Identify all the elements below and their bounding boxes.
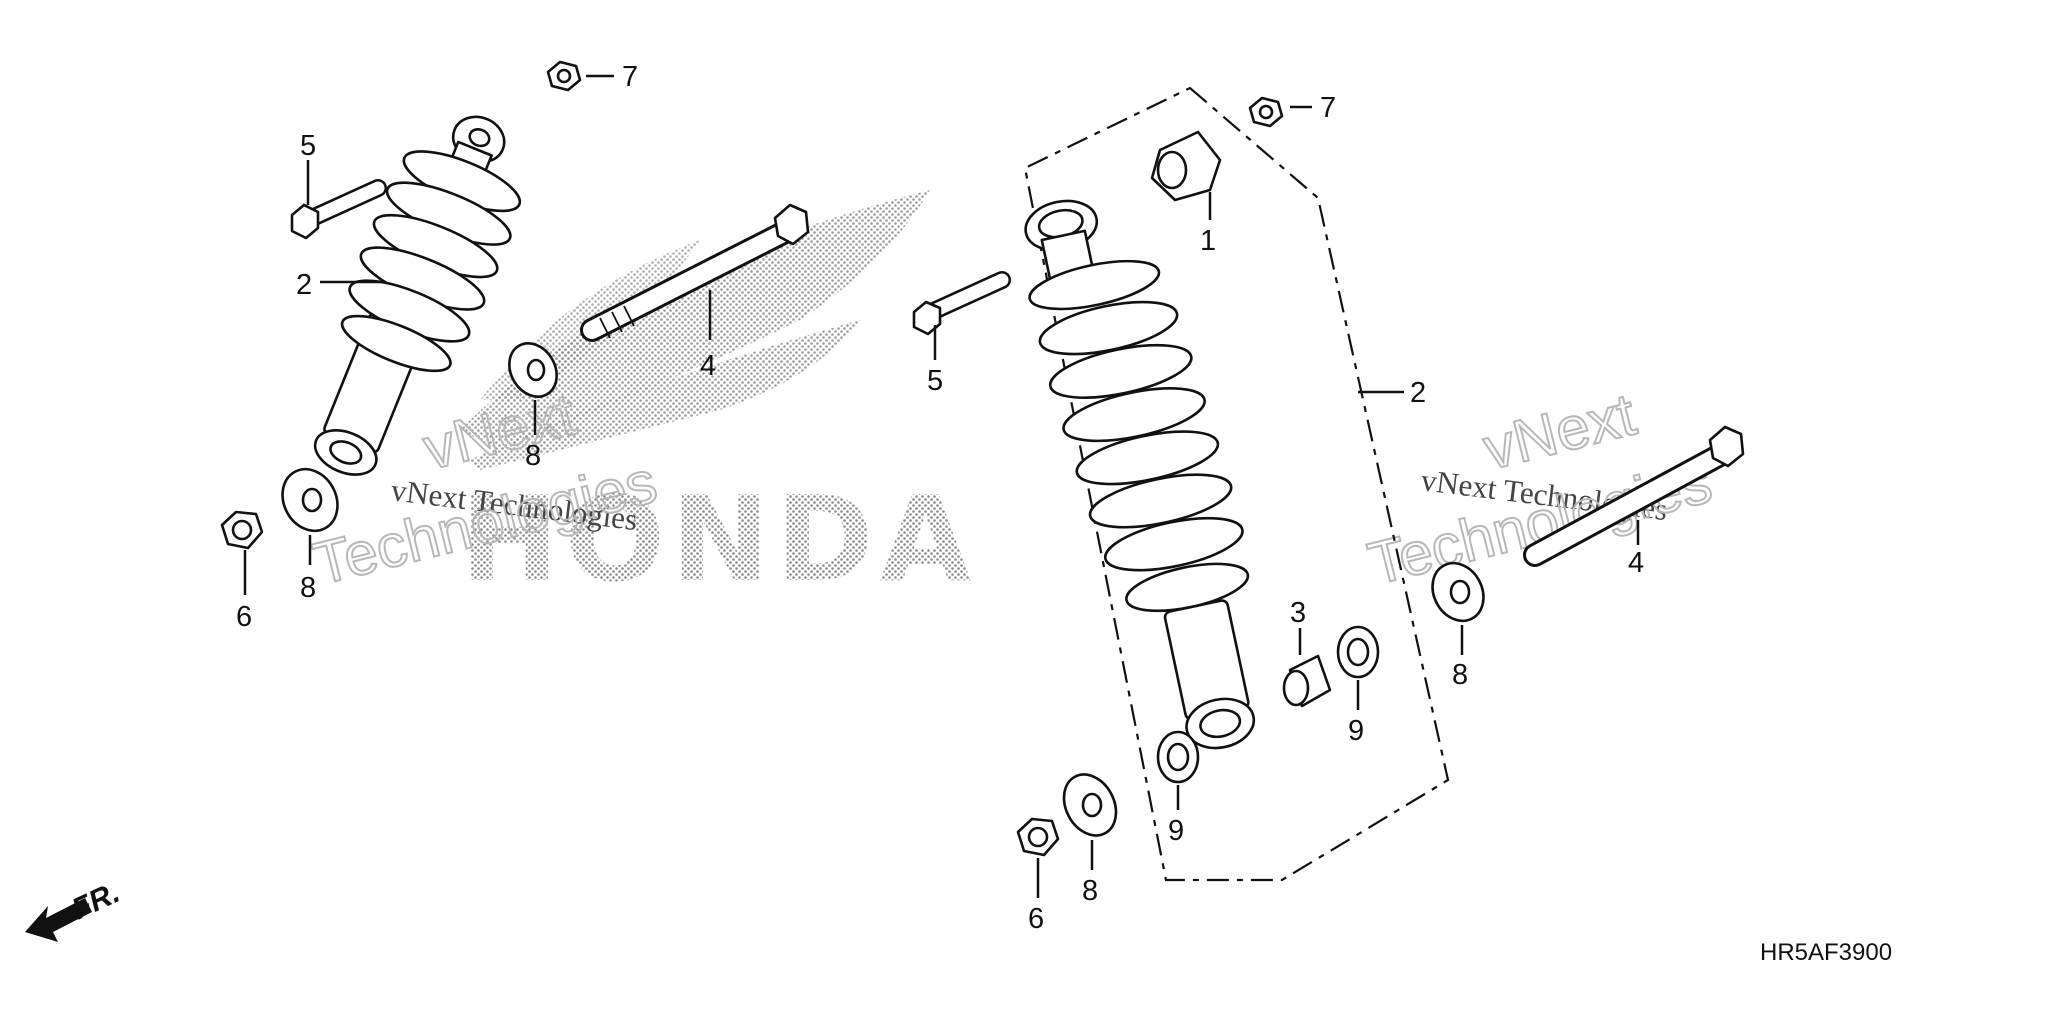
washer-left-lower bbox=[281, 467, 339, 533]
washer-left-upper bbox=[508, 342, 558, 398]
diagram-code: HR5AF3900 bbox=[1760, 939, 1892, 966]
flange-bolt-right bbox=[912, 271, 1011, 336]
callout-8-right-lower: 8 bbox=[1082, 875, 1098, 907]
dust-seal-lower bbox=[1156, 730, 1200, 784]
flange-bolt-left bbox=[290, 179, 387, 240]
front-direction-arrow: FR. bbox=[25, 876, 125, 942]
callout-7-left: 7 bbox=[622, 61, 638, 93]
callout-6-left: 6 bbox=[236, 601, 252, 633]
callout-9-right-upper: 9 bbox=[1348, 715, 1364, 747]
callout-5-left: 5 bbox=[300, 130, 316, 162]
callout-8-left-upper: 8 bbox=[525, 440, 541, 472]
callout-7-right: 7 bbox=[1320, 92, 1336, 124]
flange-nut-left bbox=[220, 510, 264, 550]
callout-8-right: 8 bbox=[1452, 659, 1468, 691]
long-bolt-right bbox=[1523, 425, 1745, 567]
honda-brand-text: HONDA bbox=[460, 470, 977, 608]
long-bolt-left bbox=[580, 203, 810, 342]
callout-3-right: 3 bbox=[1290, 597, 1306, 629]
callout-8-left-lower: 8 bbox=[300, 572, 316, 604]
upper-bushing bbox=[1150, 130, 1222, 202]
callout-9-right-lower: 9 bbox=[1168, 815, 1184, 847]
dust-seal-upper bbox=[1336, 625, 1380, 679]
washer-right bbox=[1431, 561, 1485, 623]
nut-right-top bbox=[1248, 96, 1284, 128]
flange-nut-right bbox=[1016, 817, 1060, 857]
assembly-outline-dashed bbox=[1023, 86, 1450, 882]
shock-absorber-right bbox=[1024, 199, 1256, 750]
callout-6-right: 6 bbox=[1028, 903, 1044, 935]
callout-5-right: 5 bbox=[927, 365, 943, 397]
collar bbox=[1282, 654, 1332, 708]
watermark-outline-right-1: vNext bbox=[1477, 380, 1642, 482]
callout-4-right: 4 bbox=[1628, 547, 1644, 579]
callout-4-left: 4 bbox=[700, 350, 716, 382]
callout-1-right: 1 bbox=[1200, 225, 1216, 257]
callout-2-right: 2 bbox=[1410, 377, 1426, 409]
nut-left-top bbox=[546, 60, 582, 92]
shock-absorber-left bbox=[313, 115, 522, 476]
callout-2-left: 2 bbox=[296, 269, 312, 301]
washer-right-lower bbox=[1062, 773, 1118, 837]
